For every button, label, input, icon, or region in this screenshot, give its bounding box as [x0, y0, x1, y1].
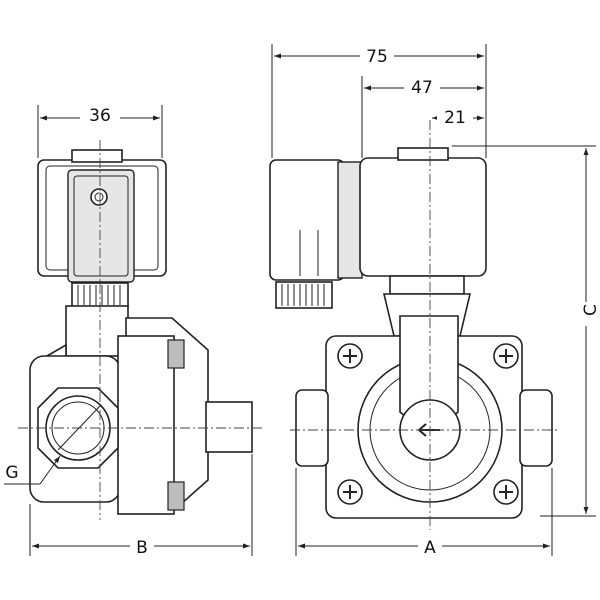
- connector-plug-inner: [73, 175, 129, 277]
- screw-head-side: [90, 188, 108, 206]
- dim-label-c: C: [581, 304, 600, 316]
- front-view: [269, 120, 560, 530]
- connector-clip-front: [337, 161, 363, 279]
- inlet-port-front: [295, 389, 329, 467]
- corner-screw-br: [493, 479, 519, 505]
- corner-screw-tr: [493, 343, 519, 369]
- bolt-bottom-side: [167, 481, 185, 511]
- cover-flange-side: [117, 335, 175, 515]
- dim-line-g: [39, 455, 61, 485]
- knurl-lines-front: [281, 284, 325, 306]
- plug-grip-lines: [299, 230, 319, 276]
- top-nut-front: [397, 147, 449, 161]
- dim-label-21: 21: [444, 108, 466, 128]
- coil-housing-front: [359, 157, 487, 277]
- corner-screw-tl: [337, 343, 363, 369]
- dimensions: 36 75 47 21 C G B: [4, 42, 600, 558]
- dim-label-b: B: [136, 538, 148, 558]
- stem-nut-front: [389, 275, 465, 295]
- bolt-top-side: [167, 339, 185, 369]
- top-nut-side: [71, 149, 123, 163]
- dim-label-47: 47: [411, 78, 433, 98]
- dim-label-36: 36: [89, 106, 111, 126]
- outlet-port-front: [519, 389, 553, 467]
- side-view: [18, 140, 262, 520]
- corner-screw-bl: [337, 479, 363, 505]
- dim-label-a: A: [424, 538, 436, 558]
- dim-label-g: G: [5, 463, 18, 483]
- cable-gland-front: [275, 281, 333, 309]
- connector-plug-side: [67, 169, 135, 283]
- knurl-lines-side: [77, 285, 121, 305]
- outlet-stub-side: [205, 401, 253, 453]
- dim-label-75: 75: [366, 47, 388, 67]
- screw-hole-side: [94, 192, 104, 202]
- connector-plug-front: [269, 159, 345, 281]
